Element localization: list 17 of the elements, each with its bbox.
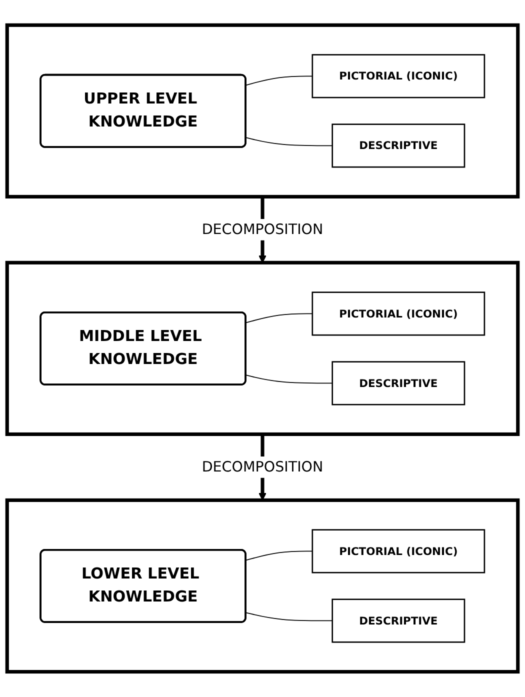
- node-box: PICTORIAL (ICONIC): [312, 529, 486, 574]
- node-box: PICTORIAL (ICONIC): [312, 292, 486, 336]
- cluster: [5, 498, 520, 674]
- connector: [246, 374, 333, 384]
- connector: [246, 612, 333, 622]
- connector: [246, 550, 313, 561]
- connector: [246, 137, 333, 146]
- cluster: [5, 260, 520, 436]
- node-box: PICTORIAL (ICONIC): [312, 54, 486, 98]
- node-box: DESCRIPTIVE: [332, 124, 466, 168]
- node-box: DESCRIPTIVE: [332, 361, 466, 406]
- cluster: [5, 23, 520, 199]
- connector: [246, 76, 313, 86]
- connector: [246, 313, 313, 324]
- node-box: DESCRIPTIVE: [332, 598, 466, 643]
- edge-label: DECOMPOSITION: [202, 458, 324, 476]
- edge-label: DECOMPOSITION: [202, 220, 324, 238]
